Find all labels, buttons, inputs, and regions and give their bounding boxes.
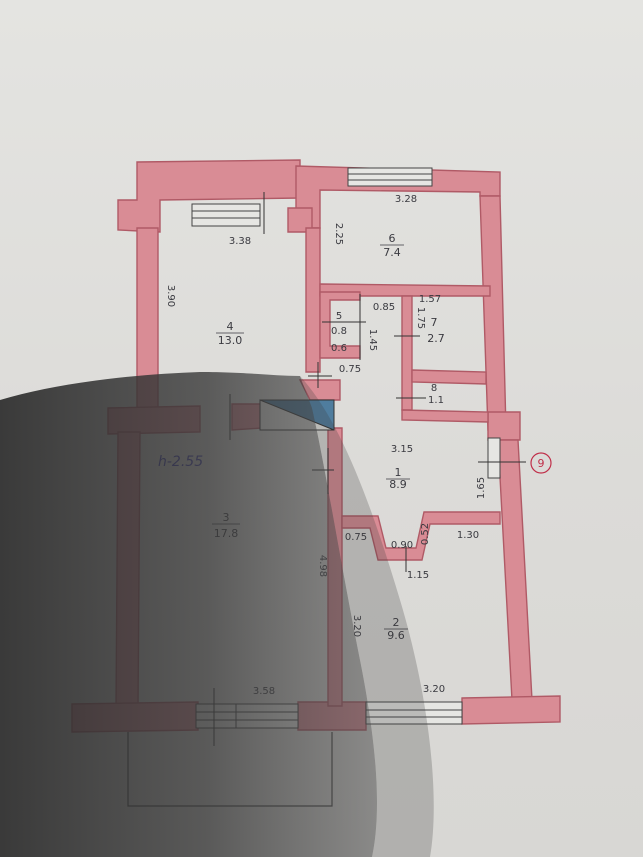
dim-room5-depth: 1.45 [367, 329, 378, 351]
room-1-area: 8.9 [389, 478, 407, 491]
dim-room1-width: 3.15 [391, 444, 413, 455]
dim-room6-depth: 2.25 [333, 223, 344, 245]
wall-right-step [487, 411, 521, 441]
dim-room1-depth: 1.65 [476, 477, 487, 499]
wall-room7-bottom [411, 369, 487, 385]
room-8-area: 1.1 [428, 395, 444, 406]
windows [191, 167, 501, 729]
wall-right-outer [479, 195, 507, 431]
dim-step-090: 0.90 [391, 540, 413, 551]
walls [71, 159, 561, 733]
dim-room7-depth: 1.75 [415, 307, 426, 329]
room-2-number: 2 [393, 616, 400, 629]
wall-room4-right [305, 227, 321, 373]
window-room4 [191, 203, 261, 227]
room-6-number: 6 [389, 232, 396, 245]
dimension-labels: 3.28 2.25 3.38 3.90 0.85 1.57 1.75 1.45 … [165, 194, 487, 697]
dim-room5-width: 0.6 [331, 343, 347, 354]
wall-room8-bottom [401, 409, 489, 423]
dim-room1-bottom: 1.15 [407, 570, 429, 581]
wall-bottom [71, 701, 199, 733]
stair-marker [259, 399, 335, 431]
wall-bottom-right [461, 695, 561, 725]
dim-door-075-top: 0.75 [339, 364, 361, 375]
dim-step-052: 0.52 [420, 523, 431, 545]
wall-left-upper [136, 227, 159, 411]
dim-corridor-085: 0.85 [373, 302, 395, 313]
room-7-number: 7 [431, 316, 438, 329]
room-3-area: 17.8 [214, 527, 239, 540]
wall-mid-horizontal [107, 405, 201, 435]
dim-room3-width: 3.58 [253, 686, 275, 697]
wall-right-lower [497, 439, 533, 701]
room-3-number: 3 [223, 511, 230, 524]
window-right [487, 437, 501, 479]
ceiling-height-note: h-2.55 [158, 454, 203, 470]
wall-left-lower [115, 431, 141, 709]
marker-circle [530, 452, 552, 474]
room-7-area: 2.7 [427, 332, 445, 345]
room-4-area: 13.0 [218, 334, 243, 347]
room-5-number: 5 [336, 311, 342, 322]
window-room6 [347, 167, 433, 187]
dim-room2-top: 1.30 [457, 530, 479, 541]
dim-door-075-bottom: 0.75 [345, 532, 367, 543]
dim-room4-width: 3.38 [229, 236, 251, 247]
room-1-number: 1 [395, 466, 402, 479]
room-4-number: 4 [227, 320, 234, 333]
dim-room2-width: 3.20 [423, 684, 445, 695]
wall-mid-horizontal-2 [231, 403, 263, 431]
room-6-area: 7.4 [383, 246, 401, 259]
room-2-area: 9.6 [387, 629, 405, 642]
dim-room2-depth: 3.20 [351, 615, 362, 637]
room-5-area: 0.8 [331, 326, 347, 337]
marker-number: 9 [538, 457, 545, 470]
wall-room4-right-low [298, 379, 341, 401]
wall-room7-left [401, 295, 413, 411]
door-ticks [213, 192, 526, 746]
balcony-outline [127, 732, 333, 807]
window-room2 [365, 701, 463, 725]
dim-room3-depth: 4.98 [317, 555, 328, 577]
room-8-number: 8 [431, 383, 437, 394]
dim-room6-width: 3.28 [395, 194, 417, 205]
dim-room4-depth: 3.90 [165, 285, 176, 307]
window-room3 [195, 703, 299, 729]
dim-room7-width: 1.57 [419, 294, 441, 305]
